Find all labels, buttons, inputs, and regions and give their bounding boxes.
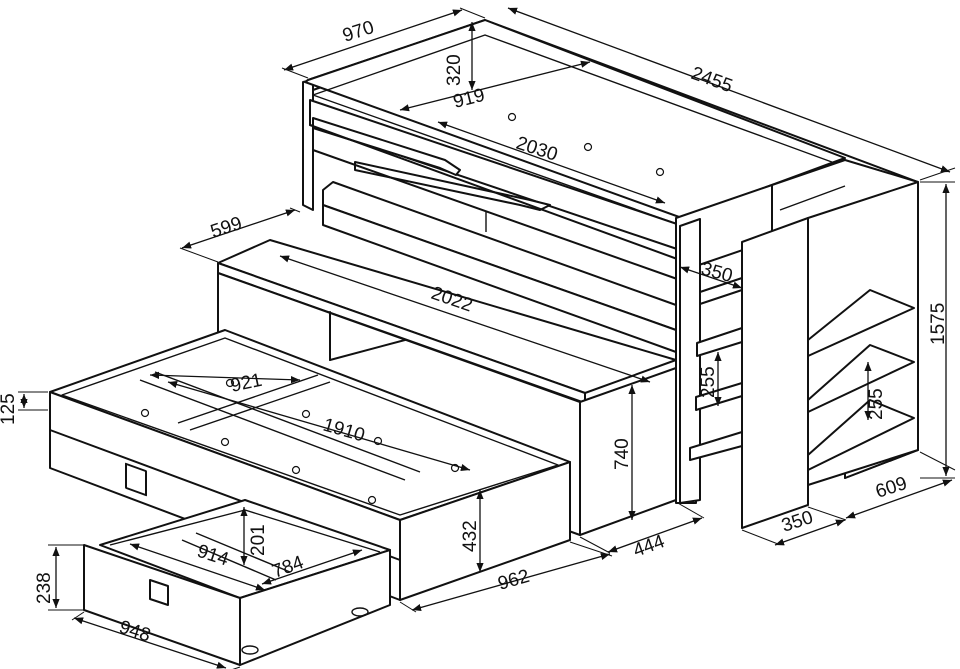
wheel (241, 645, 259, 655)
slat-hole (291, 465, 301, 475)
shelf-unit (741, 181, 919, 529)
dim-970: 970 (340, 17, 377, 47)
slat-hole (220, 437, 230, 447)
slat-hole (140, 408, 150, 418)
pullout-handle[interactable] (125, 462, 147, 497)
slat-hole (367, 495, 377, 505)
slat-hole (583, 142, 593, 152)
dim-609: 609 (873, 473, 910, 503)
slat-hole (655, 167, 665, 177)
dim-740: 740 (612, 438, 633, 470)
dim-2455: 2455 (688, 63, 735, 97)
slat-hole (301, 409, 311, 419)
dim-238: 238 (34, 572, 55, 604)
dim-255-right: 255 (866, 388, 887, 420)
slat-hole (507, 112, 517, 122)
dim-432: 432 (460, 520, 481, 552)
dim-962: 962 (496, 566, 532, 595)
dim-444: 444 (631, 531, 668, 562)
wheel (351, 607, 369, 617)
dim-350-top: 350 (699, 259, 735, 287)
dim-255-left: 255 (698, 366, 719, 398)
dim-320: 320 (444, 54, 465, 86)
dim-125: 125 (0, 393, 19, 425)
dimension-lines (18, 7, 956, 669)
dim-599: 599 (208, 213, 245, 243)
dim-201: 201 (248, 524, 269, 556)
dim-1575: 1575 (928, 303, 949, 345)
